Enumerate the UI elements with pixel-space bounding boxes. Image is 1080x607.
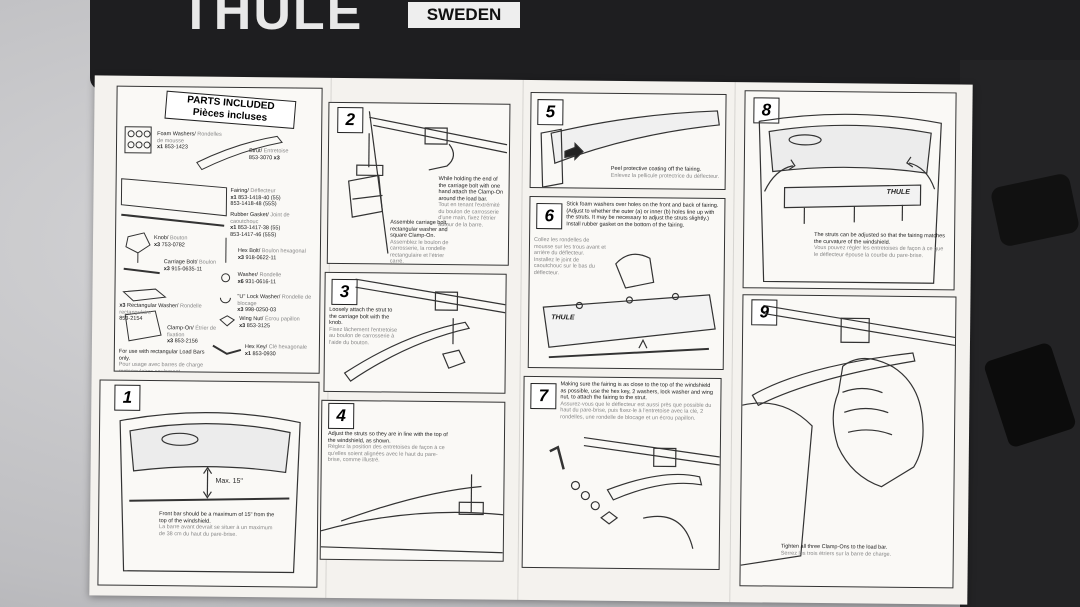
fairing-logo: THULE — [886, 188, 910, 196]
carriage-bolt-drawing — [123, 267, 160, 275]
step-text: Loosely attach the strut to the carriage… — [328, 306, 398, 346]
step-5-drawing — [540, 110, 720, 188]
fairing-drawing — [120, 178, 228, 217]
part-label: Knob/ Bouton x3 753-0782 — [153, 235, 188, 248]
knob-drawing — [125, 232, 151, 254]
step-3-panel: 3 Loosely attach the strut to the carria… — [323, 271, 507, 394]
gasket-drawing — [121, 213, 225, 227]
part-label: Rubber Gasket/ Joint de caoutchouc x1 85… — [230, 211, 290, 238]
box-country-label: SWEDEN — [408, 2, 520, 28]
part-label: x3 Rectangular Washer/ Rondelle rectangu… — [119, 302, 202, 322]
hex-key-drawing — [212, 344, 242, 355]
step-8-panel: 8 THULE The struts can be adjusted so th… — [742, 90, 957, 291]
step-text: Assemble carriage bolt, rectangular wash… — [389, 219, 449, 265]
part-label: Strut/ Entretoise 853-3070 x3 — [248, 148, 289, 161]
step-2-drawing — [348, 111, 508, 254]
parts-drawings — [120, 126, 283, 355]
step-7-drawing — [549, 436, 720, 549]
step-text: Peel protective coating off the fairing.… — [610, 165, 720, 180]
box-brand-logo: THULE — [180, 0, 364, 41]
step-6-panel: 6 Stick foam washers over holes on the f… — [527, 195, 726, 371]
parts-note: For use with rectangular Load Bars only.… — [118, 348, 205, 374]
step-3-drawing — [343, 278, 506, 382]
wing-nut-drawing — [219, 315, 236, 327]
product-box — [90, 0, 1080, 90]
foam-washers-drawing — [124, 126, 152, 154]
step-7-panel: 7 Making sure the fairing is as close to… — [521, 375, 722, 570]
washer-drawing — [221, 273, 231, 283]
step-4-panel: 4 Adjust the struts so they are in line … — [319, 399, 506, 562]
part-label: Foam Washers/ Rondelles de mousse x1 853… — [156, 131, 222, 151]
parts-panel: PARTS INCLUDED Pièces incluses — [113, 85, 323, 374]
max-distance-label: Max. 15" — [215, 477, 243, 485]
strut-drawing — [196, 135, 283, 171]
instruction-sheet: PARTS INCLUDED Pièces incluses — [89, 75, 973, 605]
fairing-part — [960, 60, 1080, 607]
step-1-panel: 1 Max. 15" Front bar should be a maximum… — [97, 379, 320, 588]
fold-line — [729, 82, 736, 603]
part-label: Wing Nut/ Écrou papillon x3 853-3125 — [239, 315, 300, 329]
fairing-logo: THULE — [551, 314, 575, 322]
lock-washer-drawing — [219, 297, 231, 304]
step-6-drawing — [542, 253, 716, 359]
step-text: Front bar should be a maximum of 15" fro… — [158, 511, 275, 538]
part-label: Carriage Bolt/ Boulon x3 915-0635-11 — [163, 259, 217, 273]
part-label: Washer/ Rondelle x6 931-0616-11 — [237, 271, 282, 285]
step-text: Tighten all three Clamp-Ons to the load … — [780, 543, 892, 558]
step-text: Adjust the struts so they are in line wi… — [327, 430, 448, 464]
part-label: Hex Key/ Clé hexagonale x1 853-0930 — [244, 344, 308, 357]
part-label: "U" Lock Washer/ Rondelle de blocage x3 … — [237, 293, 312, 314]
step-text: The struts can be adjusted so that the f… — [813, 231, 945, 259]
step-5-panel: 5 Peel protective coating off the fairin… — [529, 91, 727, 191]
step-4-drawing — [320, 474, 504, 554]
clamp-on-drawing — [124, 310, 162, 342]
step-9-drawing — [740, 304, 956, 566]
part-label: Hex Bolt/ Boulon hexagonal x3 918-0622-1… — [237, 247, 306, 261]
step-2-panel: 2 While holding the end of the carriage … — [326, 101, 511, 266]
step-9-panel: 9 Tighten all three Clamp-Ons to the loa… — [739, 294, 957, 589]
part-label: Clamp-On/ Étrier de fixation x3 853-2156 — [166, 325, 217, 345]
rectangular-washer-drawing — [122, 288, 167, 302]
step-8-drawing — [758, 113, 942, 284]
step-1-drawing — [119, 412, 301, 574]
part-label: Fairing/ Déflecteur x1 853-1418-40 (55)8… — [230, 187, 281, 208]
